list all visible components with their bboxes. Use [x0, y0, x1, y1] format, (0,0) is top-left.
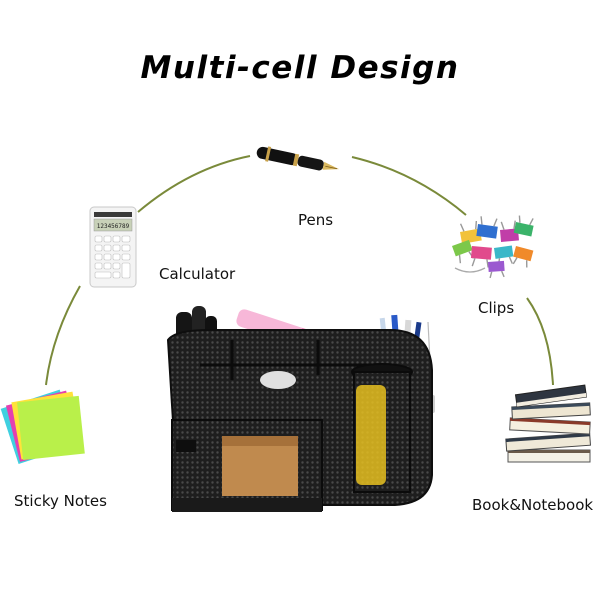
- fountain-pen-icon: [256, 146, 340, 171]
- binder-clips-icon: [452, 215, 534, 279]
- calculator-icon: 123456789: [89, 206, 137, 288]
- label-pens: Pens: [298, 211, 334, 229]
- page-title: Multi-cell Design: [140, 50, 460, 86]
- desk-organizer-image: [166, 306, 435, 512]
- label-sticky-notes: Sticky Notes: [14, 492, 107, 510]
- sticky-notes-icon: [0, 389, 85, 464]
- calculator-display: 123456789: [97, 223, 130, 230]
- connector-arc: [45, 155, 554, 386]
- books-icon: [505, 384, 591, 463]
- label-book-notebook: Book&Notebook: [472, 496, 594, 514]
- label-clips: Clips: [478, 299, 515, 317]
- label-calculator: Calculator: [159, 265, 236, 283]
